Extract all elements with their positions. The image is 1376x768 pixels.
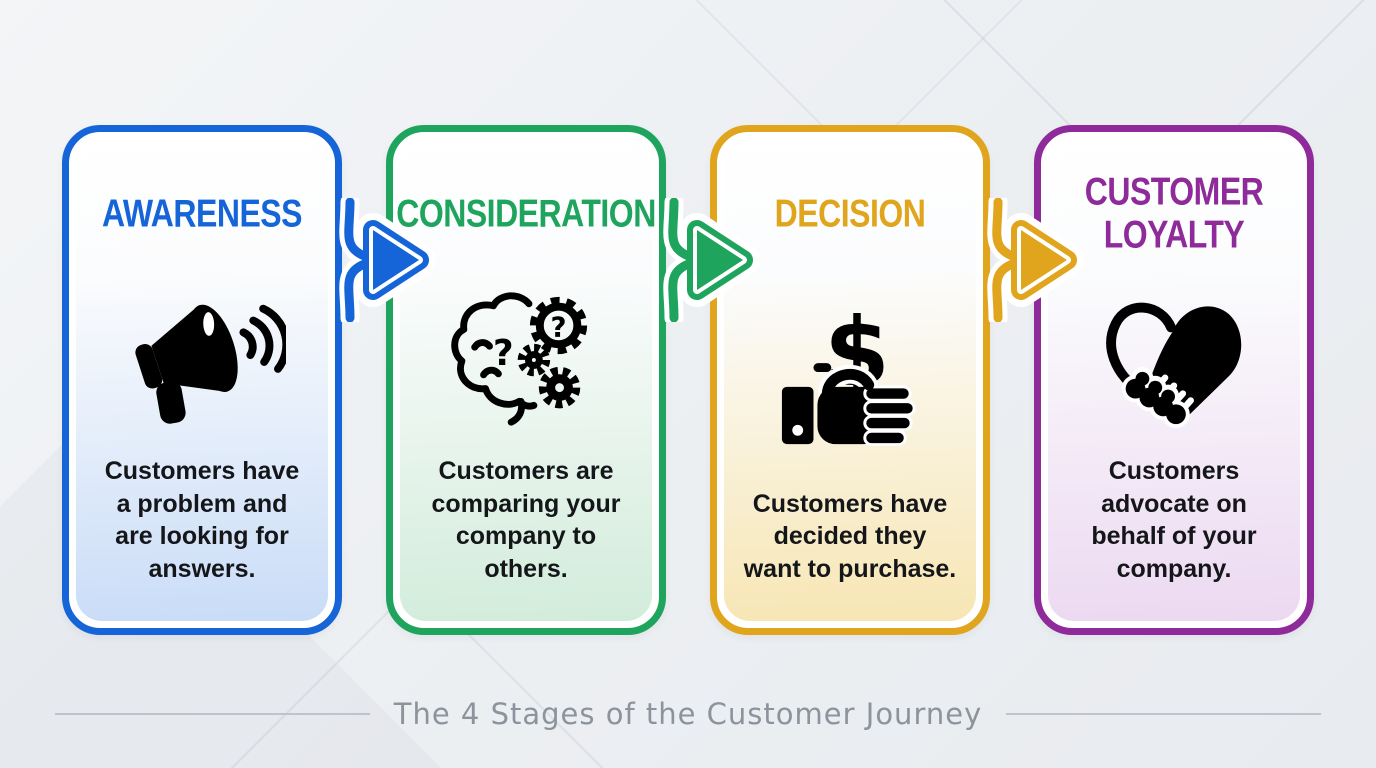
stage-description: Customers are comparing your company to … <box>431 457 621 583</box>
stage-title-wrap: CUSTOMER LOYALTY <box>1060 161 1288 265</box>
stage-title: CUSTOMER LOYALTY <box>1084 169 1264 256</box>
caption-line-right <box>1006 713 1321 715</box>
stage-card-inner: AWARENESS Customers have a problem and a… <box>76 139 328 621</box>
stage-title-wrap: AWARENESS <box>102 161 302 265</box>
stage-card-consideration: CONSIDERATION Customers are comparing yo… <box>386 125 666 635</box>
caption-line-left <box>55 713 370 715</box>
connector-arrow-icon <box>657 198 769 322</box>
stage-title: CONSIDERATION <box>396 190 656 235</box>
stage-title: AWARENESS <box>102 190 302 235</box>
connector-arrow-icon <box>981 198 1093 322</box>
heart-handshake-icon <box>1060 265 1288 455</box>
megaphone-icon <box>88 265 316 455</box>
stage-card-inner: CUSTOMER LOYALTY Customers advocate on b… <box>1048 139 1300 621</box>
footer-caption: The 4 Stages of the Customer Journey <box>55 697 1321 731</box>
stage-card-decision: DECISION Customers have decided they wan… <box>710 125 990 635</box>
caption-text: The 4 Stages of the Customer Journey <box>393 697 983 731</box>
stage-description: Customers have decided they want to purc… <box>743 489 957 583</box>
stage-card-inner: DECISION Customers have decided they wan… <box>724 139 976 621</box>
stage-title-wrap: CONSIDERATION <box>396 161 656 265</box>
stage-description: Customers advocate on behalf of your com… <box>1091 457 1257 583</box>
stage-card-inner: CONSIDERATION Customers are comparing yo… <box>396 139 656 621</box>
hand-dollar-icon <box>736 265 964 488</box>
stage-description: Customers have a problem and are looking… <box>104 457 300 583</box>
stage-title: DECISION <box>774 190 926 235</box>
connector-arrow-icon <box>333 198 445 322</box>
stage-card-customer-loyalty: CUSTOMER LOYALTY Customers advocate on b… <box>1034 125 1314 635</box>
stage-title-wrap: DECISION <box>775 161 926 265</box>
stages-row: AWARENESS Customers have a problem and a… <box>62 125 1314 635</box>
brain-gears-icon <box>412 265 640 455</box>
stage-card-awareness: AWARENESS Customers have a problem and a… <box>62 125 342 635</box>
